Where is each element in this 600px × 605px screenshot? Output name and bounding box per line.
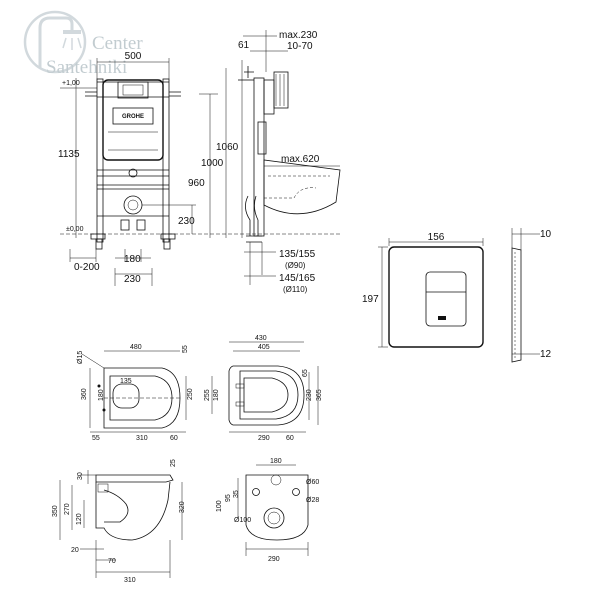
dim-phi110: (Ø110): [283, 285, 308, 294]
dim-bottom-l35: 35: [233, 490, 240, 498]
dim-145-165: 145/165: [279, 273, 316, 284]
dim-h180: 180: [98, 389, 105, 401]
side-dimensions: max.230 61 10-70 max.620 135/155 (Ø90) 1…: [238, 30, 340, 294]
dim-frame-width: 500: [125, 51, 142, 62]
dim-b55: 55: [92, 435, 100, 442]
dim-bottom-l95: 95: [225, 494, 232, 502]
dim-h360: 360: [81, 388, 88, 400]
dim-plate-width: 156: [428, 232, 445, 243]
dim-side-25: 25: [170, 459, 177, 467]
dim-seat-b60: 60: [286, 435, 294, 442]
dim-side-350: 350: [52, 505, 59, 517]
dim-d15: Ø15: [77, 351, 84, 364]
bowl-bottom-dimensions: 180 Ø60 Ø28 100 95 35 Ø100 290: [216, 458, 319, 563]
dim-l180: 180: [213, 389, 220, 401]
dim-plus-one: +1,00: [62, 80, 80, 87]
dim-side-70: 70: [108, 558, 116, 565]
dim-height-1135: 1135: [58, 149, 80, 160]
dim-bottom-d100: Ø100: [234, 517, 251, 524]
logo-text-line2: Santehniki: [46, 57, 127, 78]
dim-61: 61: [238, 40, 250, 51]
logo-text-line1: Center: [92, 33, 143, 54]
dim-r230: 230: [306, 389, 313, 401]
dim-side-30: 30: [77, 472, 84, 480]
dim-bottom-d28: Ø28: [306, 497, 319, 504]
frame-side-view: [238, 66, 341, 285]
bowl-bottom-view: [245, 474, 309, 541]
flush-plate-dimensions: 156 197: [362, 232, 484, 348]
flush-plate-front: [388, 246, 484, 348]
dim-plate-height: 197: [362, 294, 379, 305]
dim-phi90: (Ø90): [285, 261, 306, 270]
dim-b290: 290: [258, 435, 270, 442]
dim-bottom-t180: 180: [270, 458, 282, 465]
dim-max-620: max.620: [281, 154, 320, 165]
dim-bottom-180: 180: [124, 254, 141, 265]
bowl-top-view: [97, 367, 181, 429]
dim-side-270: 270: [64, 503, 71, 515]
dim-bottom-l100: 100: [216, 500, 223, 512]
dim-side-120: 120: [76, 513, 83, 525]
dim-l255: 255: [204, 389, 211, 401]
dim-plate-depth-12: 12: [540, 349, 552, 360]
seat-dimensions: 430 405 65 230 365 255 180 290 60: [204, 335, 323, 442]
shop-logo: Center Santehniki: [23, 10, 143, 78]
dim-zero-level: ±0,00: [66, 226, 84, 233]
dim-10-70: 10-70: [287, 41, 313, 52]
dim-height-960: 960: [188, 178, 205, 189]
shower-icon: [23, 10, 87, 74]
frame-dimensions: 500 +1,00 ±0,00 1135 960 1000 1060 230 0…: [58, 51, 340, 286]
dim-bottom-b290: 290: [268, 556, 280, 563]
dim-max-230: max.230: [279, 30, 318, 41]
dim-r135: 135: [120, 378, 132, 385]
dim-outlet-230: 230: [178, 216, 195, 227]
seat-top-view: [228, 365, 305, 426]
dim-plate-depth-10: 10: [540, 229, 552, 240]
grohe-plate-text: GROHE: [122, 114, 144, 120]
dim-w405: 405: [258, 344, 270, 351]
bowl-side-view: [80, 474, 174, 541]
dim-r65: 65: [302, 369, 309, 377]
dim-bottom-d60: Ø60: [306, 479, 319, 486]
dim-h250: 250: [187, 388, 194, 400]
bowl-top-dimensions: Ø15 480 55 135 360 180 250 55 310 60: [77, 344, 194, 442]
dim-r55: 55: [182, 345, 189, 353]
dim-height-1060: 1060: [216, 142, 239, 153]
dim-b310: 310: [136, 435, 148, 442]
dim-side-20: 20: [71, 547, 79, 554]
dim-side-320: 320: [179, 501, 186, 513]
dim-bottom-230: 230: [124, 274, 141, 285]
dim-side-310: 310: [124, 577, 136, 584]
dim-w430: 430: [255, 335, 267, 342]
dim-b60: 60: [170, 435, 178, 442]
dim-bottom-0-200: 0-200: [74, 262, 100, 273]
dim-r365: 365: [316, 389, 323, 401]
frame-front-view: GROHE: [85, 78, 181, 250]
dim-height-1000: 1000: [201, 158, 224, 169]
bowl-side-dimensions: 25 30 350 270 120 320 20 70 310: [52, 459, 186, 584]
dim-w480: 480: [130, 344, 142, 351]
dim-135-155: 135/155: [279, 249, 316, 260]
flush-plate-side: 10 12: [511, 228, 552, 363]
